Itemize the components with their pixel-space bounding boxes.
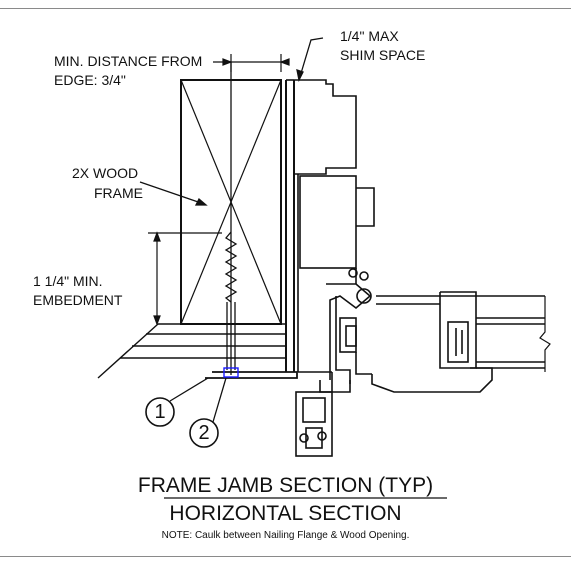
callout-1-number: 1 bbox=[154, 401, 166, 423]
substrate bbox=[97, 323, 286, 379]
min-distance-label-line2: EDGE: 3/4" bbox=[54, 72, 126, 88]
callout-2-number: 2 bbox=[198, 422, 210, 444]
edge-distance-dimension bbox=[213, 54, 290, 72]
min-distance-label-line1: MIN. DISTANCE FROM bbox=[54, 53, 203, 69]
window-frame-profile bbox=[294, 79, 551, 457]
shim-space bbox=[285, 79, 295, 372]
embedment-label-line1: 1 1/4" MIN. bbox=[33, 273, 103, 289]
title-line1: FRAME JAMB SECTION (TYP) bbox=[137, 474, 434, 497]
wood-frame-label-line2: FRAME bbox=[94, 185, 143, 201]
screw-fastener bbox=[224, 62, 238, 375]
wood-frame-label-line1: 2X WOOD bbox=[72, 165, 139, 181]
title-line2: HORIZONTAL SECTION bbox=[169, 502, 402, 525]
shim-space-label-line2: SHIM SPACE bbox=[340, 47, 426, 63]
shim-space-label-line1: 1/4" MAX bbox=[340, 28, 399, 44]
bottom-border-line bbox=[0, 556, 571, 557]
top-border-line bbox=[0, 8, 571, 9]
leader-lines bbox=[139, 37, 324, 423]
nailing-flange bbox=[205, 367, 298, 379]
callout-circles bbox=[145, 397, 219, 448]
embedment-dimension bbox=[148, 231, 222, 326]
embedment-label-line2: EMBEDMENT bbox=[33, 292, 123, 308]
caulk-note: NOTE: Caulk between Nailing Flange & Woo… bbox=[161, 530, 410, 541]
